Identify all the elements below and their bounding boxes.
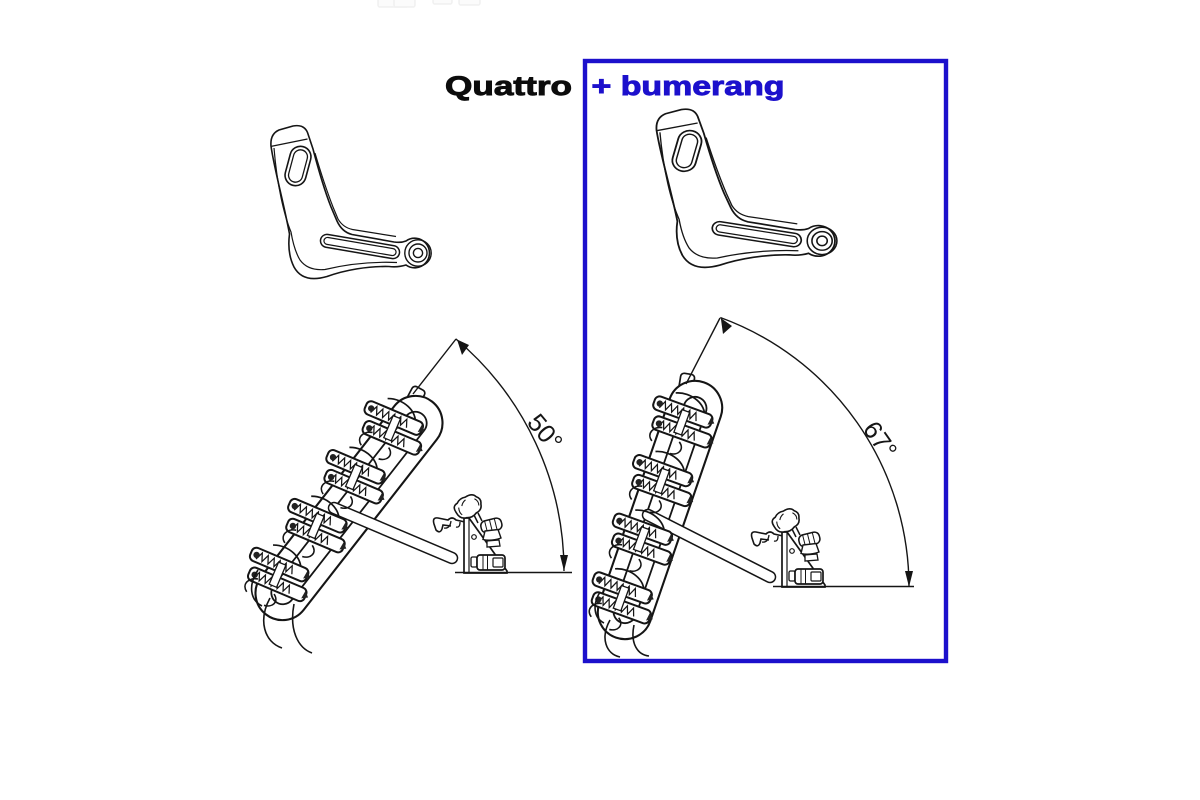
svg-text:Quattro: Quattro	[445, 71, 572, 101]
svg-text:+ bumerang: + bumerang	[592, 71, 785, 101]
